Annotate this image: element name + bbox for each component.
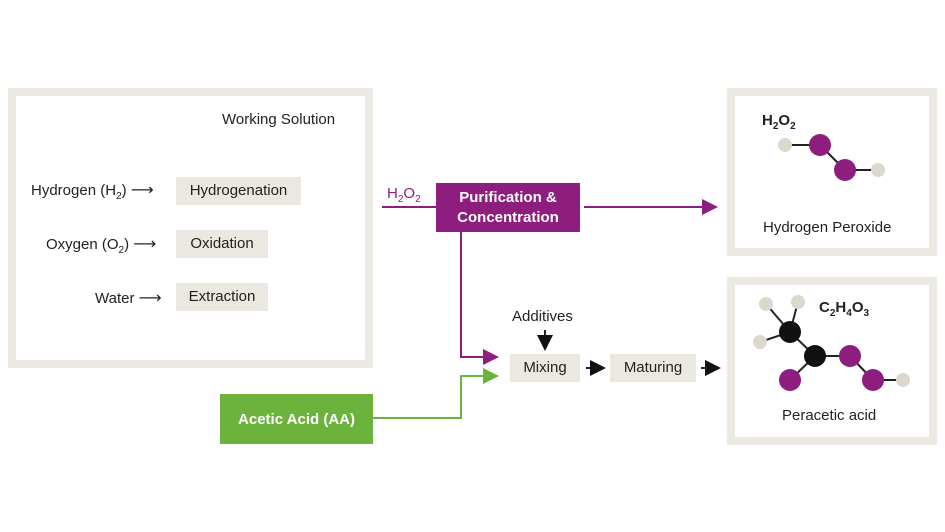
hydrogen-peroxide-frame: [727, 88, 937, 256]
arrow-right-icon: ⟶: [130, 182, 154, 199]
maturing-box: Maturing: [610, 354, 696, 382]
hydrogen-peroxide-label: Hydrogen Peroxide: [763, 219, 892, 236]
additives-label: Additives: [512, 308, 573, 325]
step-extraction: Extraction: [176, 283, 268, 311]
acetic-acid-box: Acetic Acid (AA): [220, 394, 373, 444]
peracetic-acid-label: Peracetic acid: [782, 407, 877, 424]
arrow-right-icon: ⟶: [133, 236, 157, 253]
peracetic-acid-molecule-icon: [753, 295, 910, 391]
hydrogen-input-label: Hydrogen (H2) ⟶: [31, 182, 154, 202]
to-mixing-purple-arrow: [460, 232, 499, 365]
working-solution-title: Working Solution: [222, 111, 336, 128]
to-mixing-green-arrow: [373, 368, 499, 419]
h2o2-molecule-icon: [778, 134, 885, 181]
purification-concentration-box: Purification &Concentration: [436, 183, 580, 232]
water-input-label: Water ⟶: [95, 290, 162, 307]
step-oxidation: Oxidation: [176, 230, 268, 258]
step-hydrogenation: Hydrogenation: [176, 177, 301, 205]
h2o2-flow-label: H2O2: [387, 185, 421, 205]
arrow-right-icon: ⟶: [138, 290, 162, 307]
mixing-box: Mixing: [510, 354, 580, 382]
oxygen-input-label: Oxygen (O2) ⟶: [46, 236, 157, 256]
peracetic-formula: C2H4O3: [819, 299, 870, 319]
h2o2-formula: H2O2: [762, 112, 796, 132]
working-solution-frame: [8, 88, 373, 368]
